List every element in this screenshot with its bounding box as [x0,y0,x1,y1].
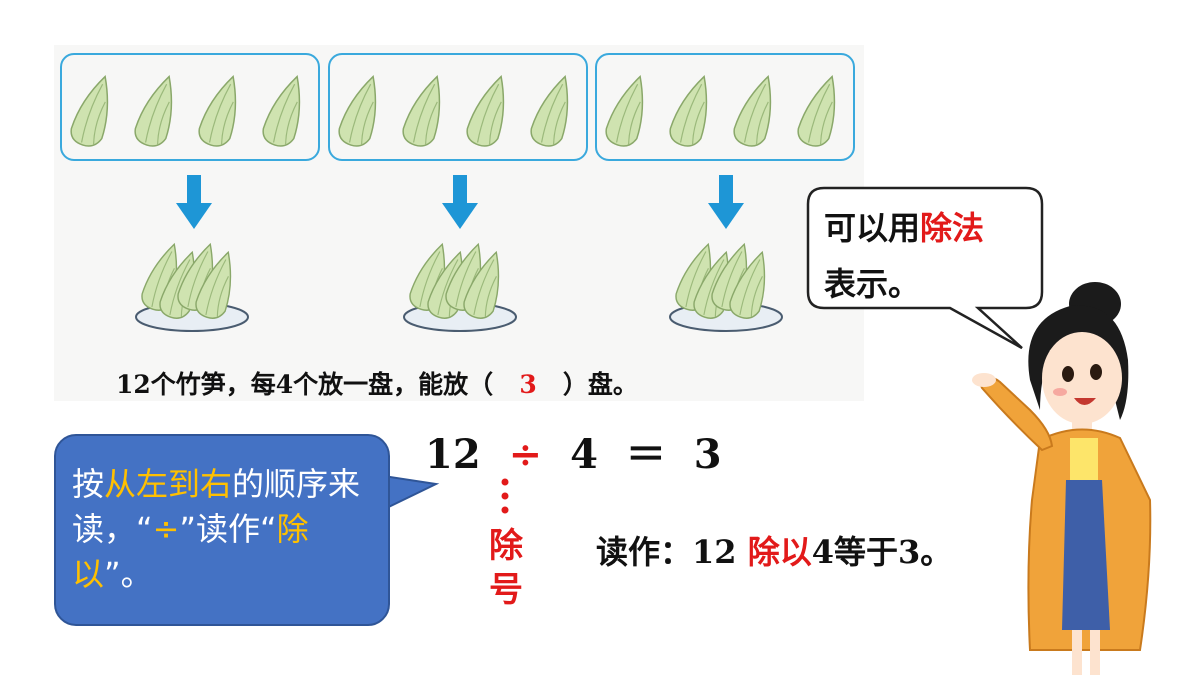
speech-highlight-division: 除法 [920,209,985,247]
division-sign: ÷ [508,431,543,478]
speech-bubble [806,186,1044,350]
bamboo-shoot-icon [463,250,500,319]
speech-text-1: 可以用 [824,209,921,247]
plate-of-bamboo-shoots-icon [135,242,249,332]
bamboo-shoot-icon [466,75,505,147]
reading-divided-by: 除以 [747,533,812,571]
tip-text-3: ”读作“ [179,510,277,548]
quotient: 3 [693,431,722,478]
down-arrow-icon [176,175,212,229]
bamboo-shoot-icon [262,75,301,147]
tip-text-1: 按 [72,465,105,503]
equals-sign: ＝ [625,431,666,478]
bamboo-shoot-icon [338,75,377,147]
tip-highlight-division-sign: ÷ [152,510,180,548]
speech-text: 可以用除法表示。 [824,200,1034,312]
tip-text-2: 的顺序来读，“ [72,465,361,548]
answer-value: 3 [519,370,537,399]
bamboo-shoot-icon [198,75,237,147]
bamboo-shoot-icon [530,75,569,147]
bamboo-shoot-icon [195,250,232,319]
division-sign-label: 除号 [489,526,523,610]
divisor: 4 [570,431,598,478]
bamboo-shoot-icon [669,75,708,147]
bamboo-group-box-1 [60,53,320,161]
bamboo-group-box-3 [595,53,855,161]
tip-highlight-divided-by: 除以 [72,510,309,593]
reading-suffix: 4等于3。 [811,533,953,571]
tip-highlight-left-to-right: 从左到右 [104,465,233,503]
bamboo-shoot-icon [402,75,441,147]
bamboo-shoot-icon [70,75,109,147]
speech-text-2: 表示。 [824,265,921,303]
bamboo-shoot-icon [797,75,836,147]
plate-of-bamboo-shoots-icon [669,242,783,332]
dividend: 12 [425,431,481,478]
down-arrow-icon [442,175,478,229]
bamboo-shoot-icon [729,250,766,319]
plate-of-bamboo-shoots-icon [403,242,517,332]
bamboo-shoot-icon [605,75,644,147]
bamboo-shoot-row-2 [338,75,569,147]
reading-tip-bubble [54,434,390,626]
sentence-suffix: ）盘。 [562,370,638,399]
bamboo-shoot-row-3 [605,75,836,147]
bamboo-shoot-icon [733,75,772,147]
tip-text-4: ”。 [104,555,153,593]
problem-sentence: 12个竹笋，每4个放一盘，能放（ 3 ）盘。 [116,365,638,401]
bamboo-group-box-2 [328,53,588,161]
reading-prefix: 读作：12 [596,533,748,571]
sentence-prefix: 12个竹笋，每4个放一盘，能放（ [116,370,494,399]
reading-line: 读作：12 除以4等于3。 [596,527,952,573]
dotted-pointer [501,478,509,514]
reading-tip-text: 按从左到右的顺序来读，“÷”读作“除以”。 [72,462,372,597]
bamboo-shoot-row-1 [70,75,301,147]
illustration-panel: 12个竹笋，每4个放一盘，能放（ 3 ）盘。 [54,45,864,401]
teacher-illustration [972,282,1152,675]
down-arrow-icon [708,175,744,229]
division-equation: 12 ÷ 4 ＝ 3 [425,422,722,480]
bamboo-shoot-icon [134,75,173,147]
